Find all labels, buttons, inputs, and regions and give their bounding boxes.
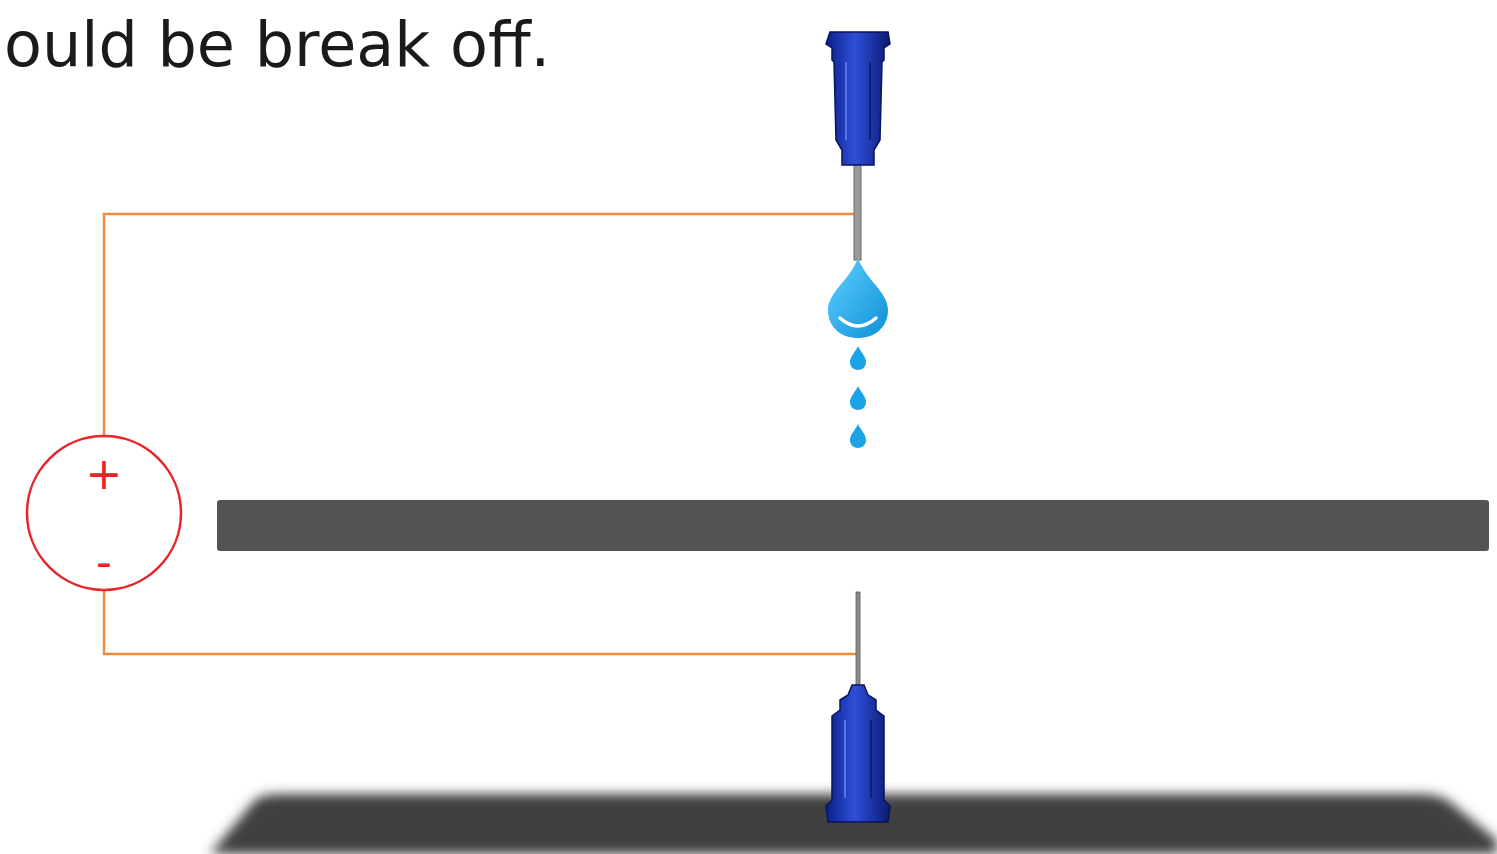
needle-shaft <box>854 162 861 260</box>
polarity-sign: + <box>86 452 123 496</box>
spray-drops <box>850 346 866 448</box>
droplet-highlight <box>840 318 876 326</box>
wire <box>104 214 857 436</box>
needle-hub <box>826 685 890 822</box>
wire <box>104 591 857 654</box>
polarity-sign: - <box>96 540 112 584</box>
needle-hub <box>826 32 890 165</box>
droplet <box>828 258 888 338</box>
collector-plate <box>217 500 1489 551</box>
needle-shaft <box>856 592 860 688</box>
voltage-source-symbol <box>27 436 181 590</box>
caption-text: ould be break off. <box>4 14 550 76</box>
